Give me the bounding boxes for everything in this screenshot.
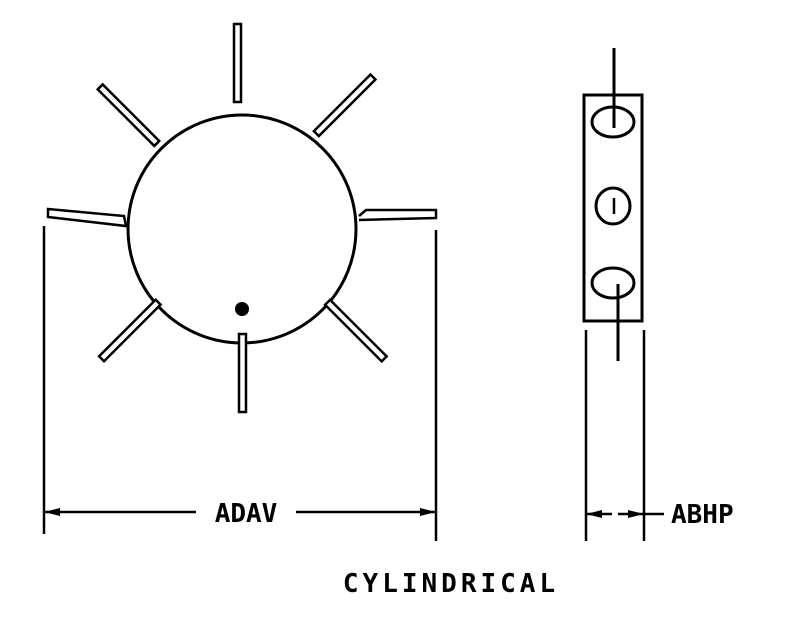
shape-caption: CYLINDRICAL — [343, 569, 559, 599]
lead-bottom-left — [97, 297, 163, 364]
lead-top — [232, 22, 243, 104]
front-view — [46, 22, 438, 414]
lead-top-left — [95, 82, 162, 148]
pad-middle — [594, 186, 632, 226]
lead-left — [46, 207, 128, 228]
pad-bottom — [590, 266, 636, 300]
lead-top-right — [312, 72, 378, 138]
dimension-label-adav: ADAV — [215, 499, 278, 529]
lead-bottom-right — [323, 298, 389, 364]
dimension-abhp — [584, 330, 664, 541]
lead-bottom — [237, 332, 248, 414]
dimension-label-abhp: ABHP — [671, 500, 734, 530]
dimension-adav — [42, 226, 438, 541]
lead-right — [358, 208, 438, 222]
polarity-dot — [235, 302, 249, 316]
side-view — [582, 48, 644, 361]
